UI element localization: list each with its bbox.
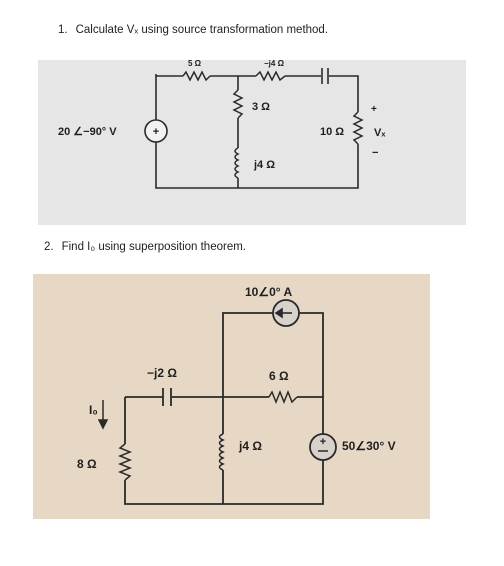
capacitor-minus-j2 (162, 388, 172, 406)
capacitor-top-right (321, 68, 329, 84)
label-8-ohm: 8 Ω (77, 457, 97, 471)
resistor-10-ohm (352, 111, 364, 145)
question-2-text: Find I₀ using superposition theorem. (61, 241, 246, 253)
circuit-2-wires (124, 312, 324, 505)
circuit-1-diagram: + 5 Ω −j4 Ω 3 Ω j4 Ω 20 ∠−90° V 10 Ω + V… (38, 60, 466, 225)
source-1-plus-sign: + (153, 126, 159, 138)
label-source-1: 20 ∠−90° V (58, 126, 117, 138)
vx-minus-sign: − (372, 147, 378, 159)
label-10-ohm: 10 Ω (320, 126, 344, 138)
source-2-plus-sign: + (320, 436, 326, 448)
label-current-source: 10∠0° A (245, 285, 292, 299)
inductor-j4-ohm (234, 147, 240, 179)
photo-1-background (38, 60, 466, 225)
question-1: 1. Calculate Vₓ using source transformati… (58, 24, 328, 36)
vx-plus-sign: + (371, 104, 377, 115)
resistor-3-ohm (232, 89, 244, 119)
inductor-j4-ohm-2 (218, 433, 225, 471)
top-left-value-partial: 5 Ω (188, 60, 202, 68)
label-capacitor: −j2 Ω (147, 366, 177, 380)
current-source-arrow (274, 307, 292, 319)
question-1-number: 1. (58, 24, 68, 36)
resistor-top-middle (255, 70, 286, 82)
resistor-8-ohm (117, 443, 133, 481)
voltage-source-1 (144, 119, 168, 143)
label-j4-ohm-2: j4 Ω (238, 439, 262, 453)
question-2-number: 2. (44, 241, 54, 253)
label-voltage-source-2: 50∠30° V (342, 439, 396, 453)
label-j4-ohm: j4 Ω (253, 159, 275, 171)
circuit-1-photo: + 5 Ω −j4 Ω 3 Ω j4 Ω 20 ∠−90° V 10 Ω + V… (38, 60, 466, 225)
circuit-2-photo: + 10∠0° A −j2 Ω 6 Ω I₀ 8 Ω j4 Ω 50∠30° V (33, 274, 430, 519)
label-io: I₀ (89, 403, 98, 417)
resistor-6-ohm (268, 389, 298, 405)
top-middle-value-partial: −j4 Ω (264, 60, 285, 68)
label-6-ohm: 6 Ω (269, 369, 289, 383)
question-2: 2. Find I₀ using superposition theorem. (44, 241, 246, 253)
question-1-text: Calculate Vₓ using source transformation… (75, 24, 329, 36)
voltage-source-2 (309, 433, 337, 461)
circuit-1-wires (155, 74, 359, 189)
label-3-ohm: 3 Ω (252, 101, 270, 113)
io-current-arrow (97, 400, 109, 430)
resistor-top-left (182, 70, 211, 82)
circuit-2-diagram: + 10∠0° A −j2 Ω 6 Ω I₀ 8 Ω j4 Ω 50∠30° V (33, 274, 430, 519)
label-vx: Vₓ (374, 127, 386, 139)
